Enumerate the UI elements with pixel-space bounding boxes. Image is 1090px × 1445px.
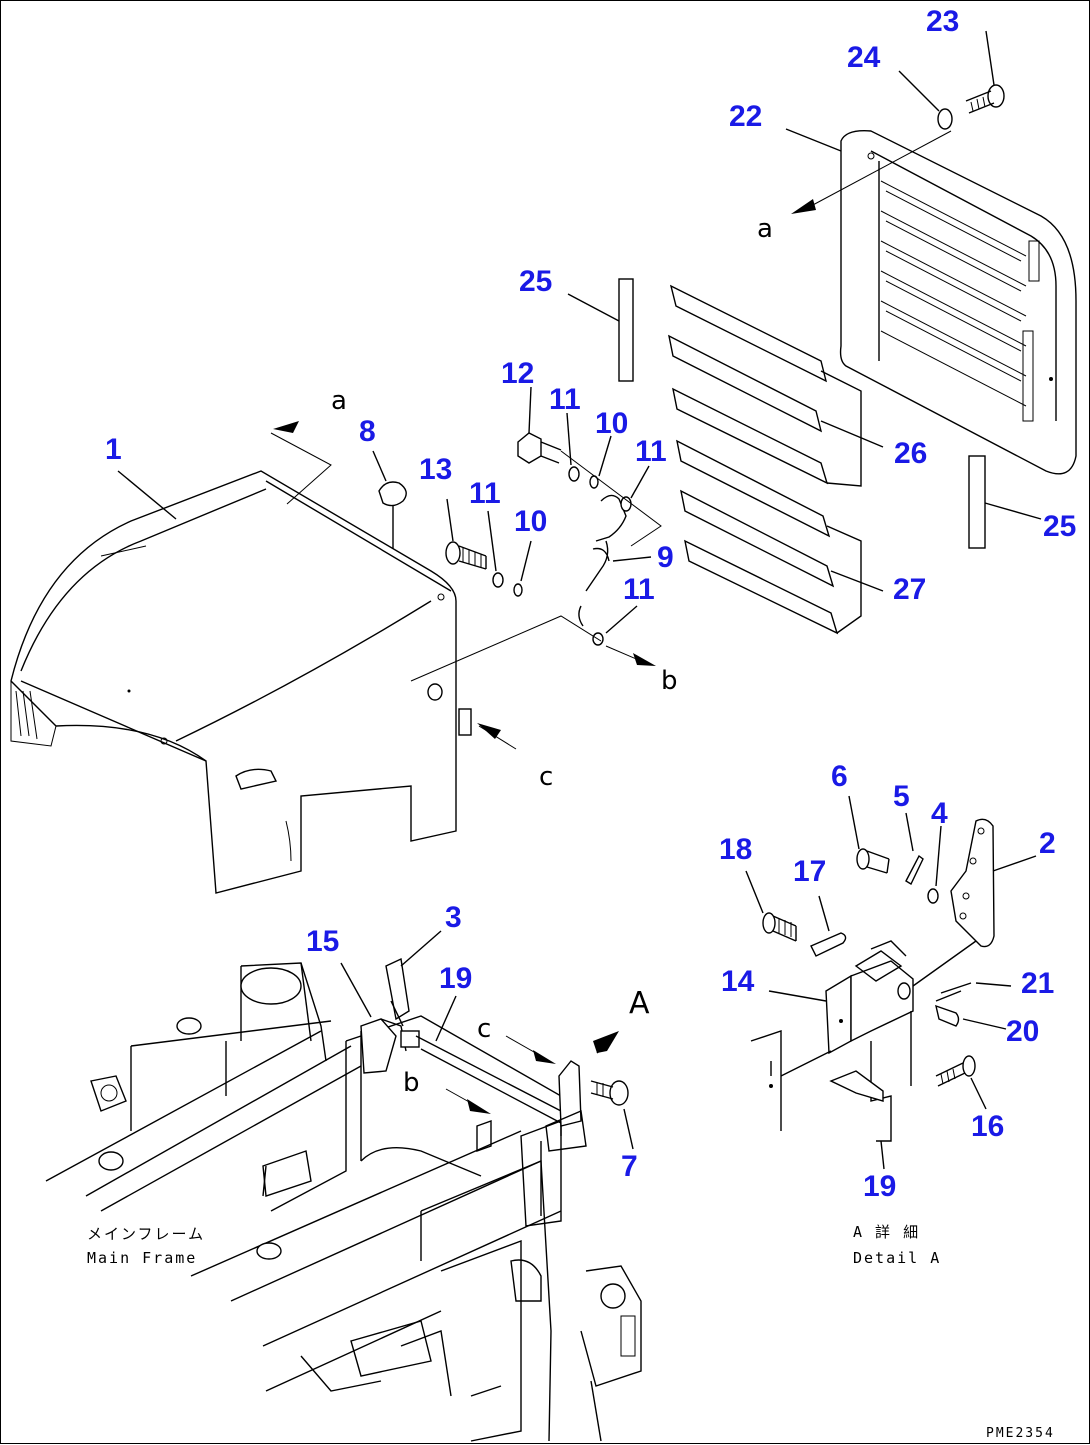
hinge-block-14 <box>768 940 977 1055</box>
part-number-8: 8 <box>359 415 376 448</box>
ref-letter-a-grille: a <box>757 214 773 244</box>
clip-5 <box>905 812 924 885</box>
nut-12 <box>517 386 562 464</box>
part-number-7: 7 <box>621 1150 638 1183</box>
washer-11-upper <box>568 466 580 482</box>
part-number-10-b: 10 <box>514 505 547 538</box>
bolt-13 <box>445 498 487 570</box>
part-number-25-left: 25 <box>519 265 552 298</box>
part-number-11-d: 11 <box>623 573 655 606</box>
ref-letter-b-frame: b <box>403 1068 420 1098</box>
caption-detail-en: Detail A <box>853 1249 941 1267</box>
support-bar-19 <box>415 995 562 1124</box>
nut-4 <box>927 825 942 904</box>
part-number-27: 27 <box>893 573 926 606</box>
wire-21 <box>935 982 1012 1002</box>
bolt-20 <box>935 1004 1007 1030</box>
bolt-7 <box>590 1080 634 1150</box>
bolt-18 <box>745 870 797 942</box>
seal-strip-25-left <box>567 278 634 382</box>
louver-set-27 <box>676 439 884 635</box>
part-number-19-detail: 19 <box>863 1170 896 1203</box>
stay-rod-9 <box>560 450 662 627</box>
part-number-9: 9 <box>657 541 674 574</box>
part-number-15: 15 <box>306 925 339 958</box>
part-number-10-a: 10 <box>595 407 628 440</box>
bolt-and-washer-23-24 <box>898 30 1005 130</box>
ref-letter-a-hood: a <box>331 386 347 416</box>
part-number-23: 23 <box>926 5 959 38</box>
grille-assembly <box>839 130 1077 475</box>
part-number-13: 13 <box>419 453 452 486</box>
caption-main-frame-en: Main Frame <box>87 1249 197 1267</box>
ref-letter-c-frame: c <box>477 1014 491 1044</box>
part-number-5: 5 <box>893 780 910 813</box>
caption-main-frame-jp: メインフレーム <box>87 1225 205 1243</box>
seal-strip-25-right <box>968 455 1042 549</box>
part-number-14: 14 <box>721 965 755 998</box>
part-number-24: 24 <box>847 41 881 74</box>
washer-11-lower <box>492 572 504 588</box>
knob-8 <box>372 450 407 549</box>
part-number-12: 12 <box>501 357 534 390</box>
caption-detail-jp: A 詳 細 <box>853 1223 920 1241</box>
part-number-1: 1 <box>105 433 122 466</box>
part-number-16: 16 <box>971 1110 1004 1143</box>
support-bar-19-detail <box>829 1011 912 1170</box>
clip-17 <box>810 895 847 957</box>
engine-hood-1 <box>10 470 472 894</box>
bracket-near-A <box>545 1060 587 1152</box>
pin-6 <box>848 795 890 874</box>
view-label-A: A <box>629 986 650 1021</box>
louver-set-26 <box>668 284 884 487</box>
main-frame <box>45 962 642 1442</box>
detail-A-bracket-2 <box>950 818 1037 948</box>
part-number-4: 4 <box>931 797 948 830</box>
view-A-arrow <box>593 1031 619 1053</box>
part-number-11-a: 11 <box>549 383 581 416</box>
ref-letter-b-hood: b <box>661 666 678 696</box>
part-number-11-c: 11 <box>469 477 501 510</box>
part-number-17: 17 <box>793 855 826 888</box>
part-number-11-b: 11 <box>635 435 667 468</box>
spring-washer-10-lower <box>513 583 523 597</box>
part-number-18: 18 <box>719 833 752 866</box>
part-number-21: 21 <box>1021 967 1054 1000</box>
part-number-2: 2 <box>1039 827 1056 860</box>
drawing-code: PME2354 <box>986 1426 1055 1441</box>
hinge-bracket-3 <box>385 930 442 1027</box>
bolt-16 <box>935 1055 987 1110</box>
part-number-6: 6 <box>831 760 848 793</box>
part-number-25-right: 25 <box>1043 510 1076 543</box>
part-number-22: 22 <box>729 100 762 133</box>
part-number-3: 3 <box>445 901 462 934</box>
part-number-20: 20 <box>1006 1015 1039 1048</box>
ref-letter-c-hood: c <box>539 762 553 792</box>
mounting-plate <box>750 1030 832 1131</box>
part-number-26: 26 <box>894 437 927 470</box>
hinge-15 <box>340 962 420 1074</box>
part-number-19-frame: 19 <box>439 962 472 995</box>
